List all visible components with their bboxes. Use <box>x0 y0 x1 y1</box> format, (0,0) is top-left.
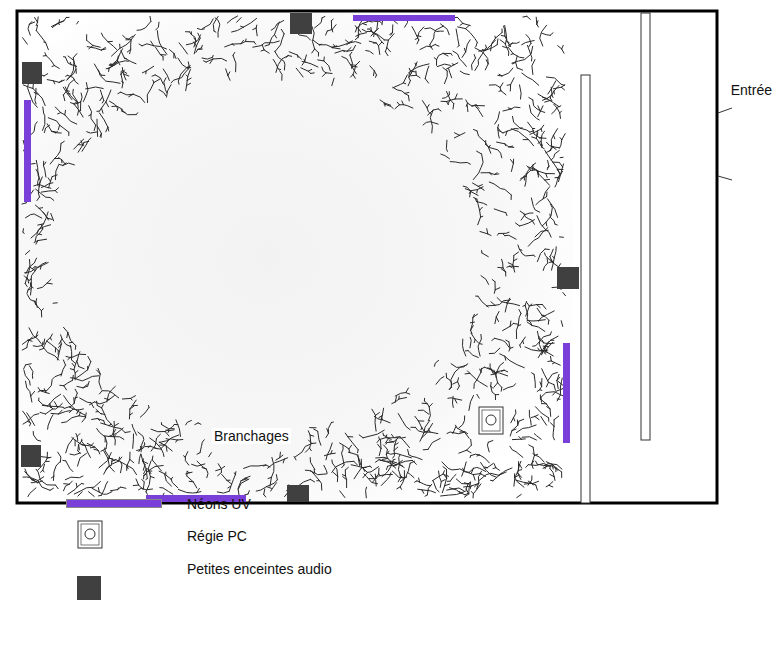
legend-pc-symbol <box>78 521 102 548</box>
speaker <box>22 62 42 84</box>
legend-text: Régie PC <box>187 528 247 544</box>
uv-neons <box>24 15 570 502</box>
speaker <box>21 445 41 467</box>
uv-neon <box>353 15 455 21</box>
door-mark <box>718 176 732 180</box>
uv-neon <box>563 343 570 443</box>
uv-neon <box>24 100 31 202</box>
branch-ground <box>18 12 573 502</box>
pc-control <box>479 407 503 434</box>
legend-swatch <box>77 576 101 600</box>
legend-text: Petites enceintes audio <box>187 561 332 577</box>
entrance-label: Entrée <box>731 82 772 98</box>
area-label: Branchages <box>212 428 291 444</box>
speaker <box>557 267 579 289</box>
partition-wall <box>581 75 590 503</box>
branches-texture <box>22 16 566 498</box>
speakers <box>21 13 579 502</box>
legend-text: Néons UV <box>187 496 251 512</box>
branch-strokes <box>22 16 566 498</box>
speaker <box>290 13 312 34</box>
partition-wall <box>641 13 650 440</box>
legend-swatch <box>66 499 162 508</box>
speaker <box>287 485 309 502</box>
room-wall <box>17 11 717 503</box>
door-mark <box>718 108 732 113</box>
